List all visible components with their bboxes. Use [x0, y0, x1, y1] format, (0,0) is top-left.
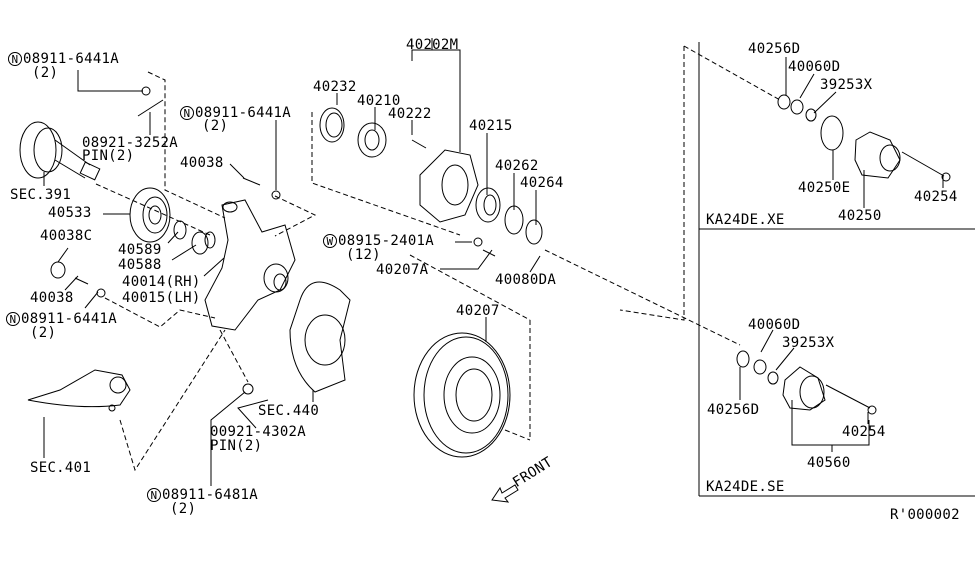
- quantity: (2): [30, 325, 57, 341]
- bolts: [74, 139, 496, 285]
- part-label-40038: 40038: [180, 155, 224, 171]
- quantity: PIN(2): [82, 148, 135, 164]
- section-ref-sec440: SEC.440: [258, 403, 320, 419]
- grease-seal-40533: [129, 187, 171, 243]
- xe-part-label-40250: 40250: [838, 208, 882, 224]
- cap-40038c: [50, 261, 66, 279]
- baffle-plate-sec440: [289, 281, 351, 393]
- leader-lines: [43, 38, 944, 486]
- reference-code: R'000002: [890, 507, 960, 523]
- w-symbol-icon: W: [323, 234, 337, 248]
- part-label-40215: 40215: [469, 118, 513, 134]
- nuts: [96, 86, 483, 395]
- se-part-label-40560: 40560: [807, 455, 851, 471]
- part-number: 00921-4302A: [210, 424, 307, 440]
- part-number: 08911-6441A: [23, 51, 120, 67]
- free-running-hub-se: [736, 350, 877, 415]
- oil-seal-40232: [319, 107, 345, 143]
- part-label-40264: 40264: [520, 175, 564, 191]
- part-number: 08915-2401A: [338, 233, 435, 249]
- hub-40202m: [419, 149, 479, 223]
- se-part-label-40256d: 40256D: [707, 402, 760, 418]
- cap-40264: [525, 219, 543, 245]
- part-label-40080da: 40080DA: [495, 272, 557, 288]
- spacer-40589: [173, 220, 187, 240]
- front-arrow-icon: [491, 484, 519, 503]
- quantity: (2): [202, 118, 229, 134]
- part-number: 08911-6441A: [195, 105, 292, 121]
- quantity: (2): [170, 501, 197, 517]
- bushing-40588: [191, 231, 216, 255]
- part-label-40232: 40232: [313, 79, 357, 95]
- knuckle-40014: [204, 199, 296, 331]
- quantity: PIN(2): [210, 438, 263, 454]
- disc-rotor-40207: [413, 332, 511, 458]
- section-ref-sec401: SEC.401: [30, 460, 92, 476]
- part-label-40222: 40222: [388, 106, 432, 122]
- n-symbol-icon: N: [8, 52, 22, 66]
- lower-arm-sec401: [27, 369, 131, 412]
- section-ref-sec391: SEC.391: [10, 187, 72, 203]
- xe-part-label-40060d: 40060D: [788, 59, 841, 75]
- part-label-40015: 40015(LH): [122, 290, 201, 306]
- xe-part-label-39253x: 39253X: [820, 77, 873, 93]
- part-number: 08911-6441A: [21, 311, 118, 327]
- part-label-40589: 40589: [118, 242, 162, 258]
- n-symbol-icon: N: [180, 106, 194, 120]
- part-label-40262: 40262: [495, 158, 539, 174]
- part-number: 08921-3252A: [82, 135, 179, 151]
- free-running-hub-xe: [777, 94, 951, 182]
- se-part-label-40254: 40254: [842, 424, 886, 440]
- washer-40262: [504, 205, 524, 235]
- se-panel-title: KA24DE.SE: [706, 479, 785, 495]
- part-label-40207a: 40207A: [376, 262, 429, 278]
- xe-part-label-40256d: 40256D: [748, 41, 801, 57]
- xe-part-label-40254: 40254: [914, 189, 958, 205]
- part-number: 08911-6481A: [162, 487, 259, 503]
- part-label-40014: 40014(RH): [122, 274, 201, 290]
- se-part-label-40060d: 40060D: [748, 317, 801, 333]
- part-label-40038: 40038: [30, 290, 74, 306]
- part-label-40202m: 40202M: [406, 37, 459, 53]
- part-label-40038c: 40038C: [40, 228, 93, 244]
- n-symbol-icon: N: [147, 488, 161, 502]
- part-label-40210: 40210: [357, 93, 401, 109]
- n-symbol-icon: N: [6, 312, 20, 326]
- bearing-40210: [357, 122, 387, 158]
- variant-panel-borders: [698, 42, 975, 497]
- se-part-label-39253x: 39253X: [782, 335, 835, 351]
- part-label-40207: 40207: [456, 303, 500, 319]
- bearing-40215: [475, 187, 501, 223]
- assembly-guide-lines: [95, 45, 781, 472]
- xe-panel-title: KA24DE.XE: [706, 212, 785, 228]
- part-label-40533: 40533: [48, 205, 92, 221]
- quantity: (12): [346, 247, 381, 263]
- drive-shaft-sec391: [19, 121, 101, 181]
- xe-part-label-40250e: 40250E: [798, 180, 851, 196]
- quantity: (2): [32, 65, 59, 81]
- part-label-40588: 40588: [118, 257, 162, 273]
